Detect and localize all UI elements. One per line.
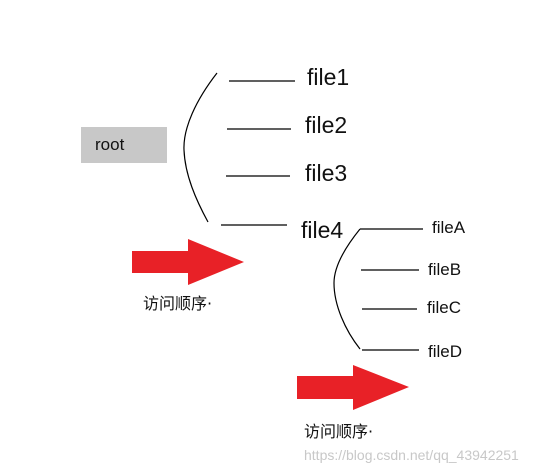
access-order-caption-1: 访问顺序· <box>143 294 213 313</box>
file-label-fileA: fileA <box>432 218 466 237</box>
file-label-fileD: fileD <box>428 342 463 361</box>
red-arrow-icon <box>297 365 409 410</box>
file-label-fileB: fileB <box>428 260 462 279</box>
root-label: root <box>95 135 125 154</box>
file4-bracket-curve <box>333 228 361 350</box>
file-label-file1: file1 <box>307 64 350 90</box>
root-node: root <box>81 127 167 163</box>
access-order-caption-2: 访问顺序· <box>304 422 374 441</box>
file-label-file2: file2 <box>305 112 348 138</box>
red-arrow-icon <box>132 239 244 285</box>
file-label-fileC: fileC <box>427 298 462 317</box>
file-label-file3: file3 <box>305 160 348 186</box>
file-label-file4: file4 <box>301 217 344 243</box>
watermark-text: https://blog.csdn.net/qq_43942251 <box>304 447 519 463</box>
root-bracket-curve <box>183 72 218 223</box>
